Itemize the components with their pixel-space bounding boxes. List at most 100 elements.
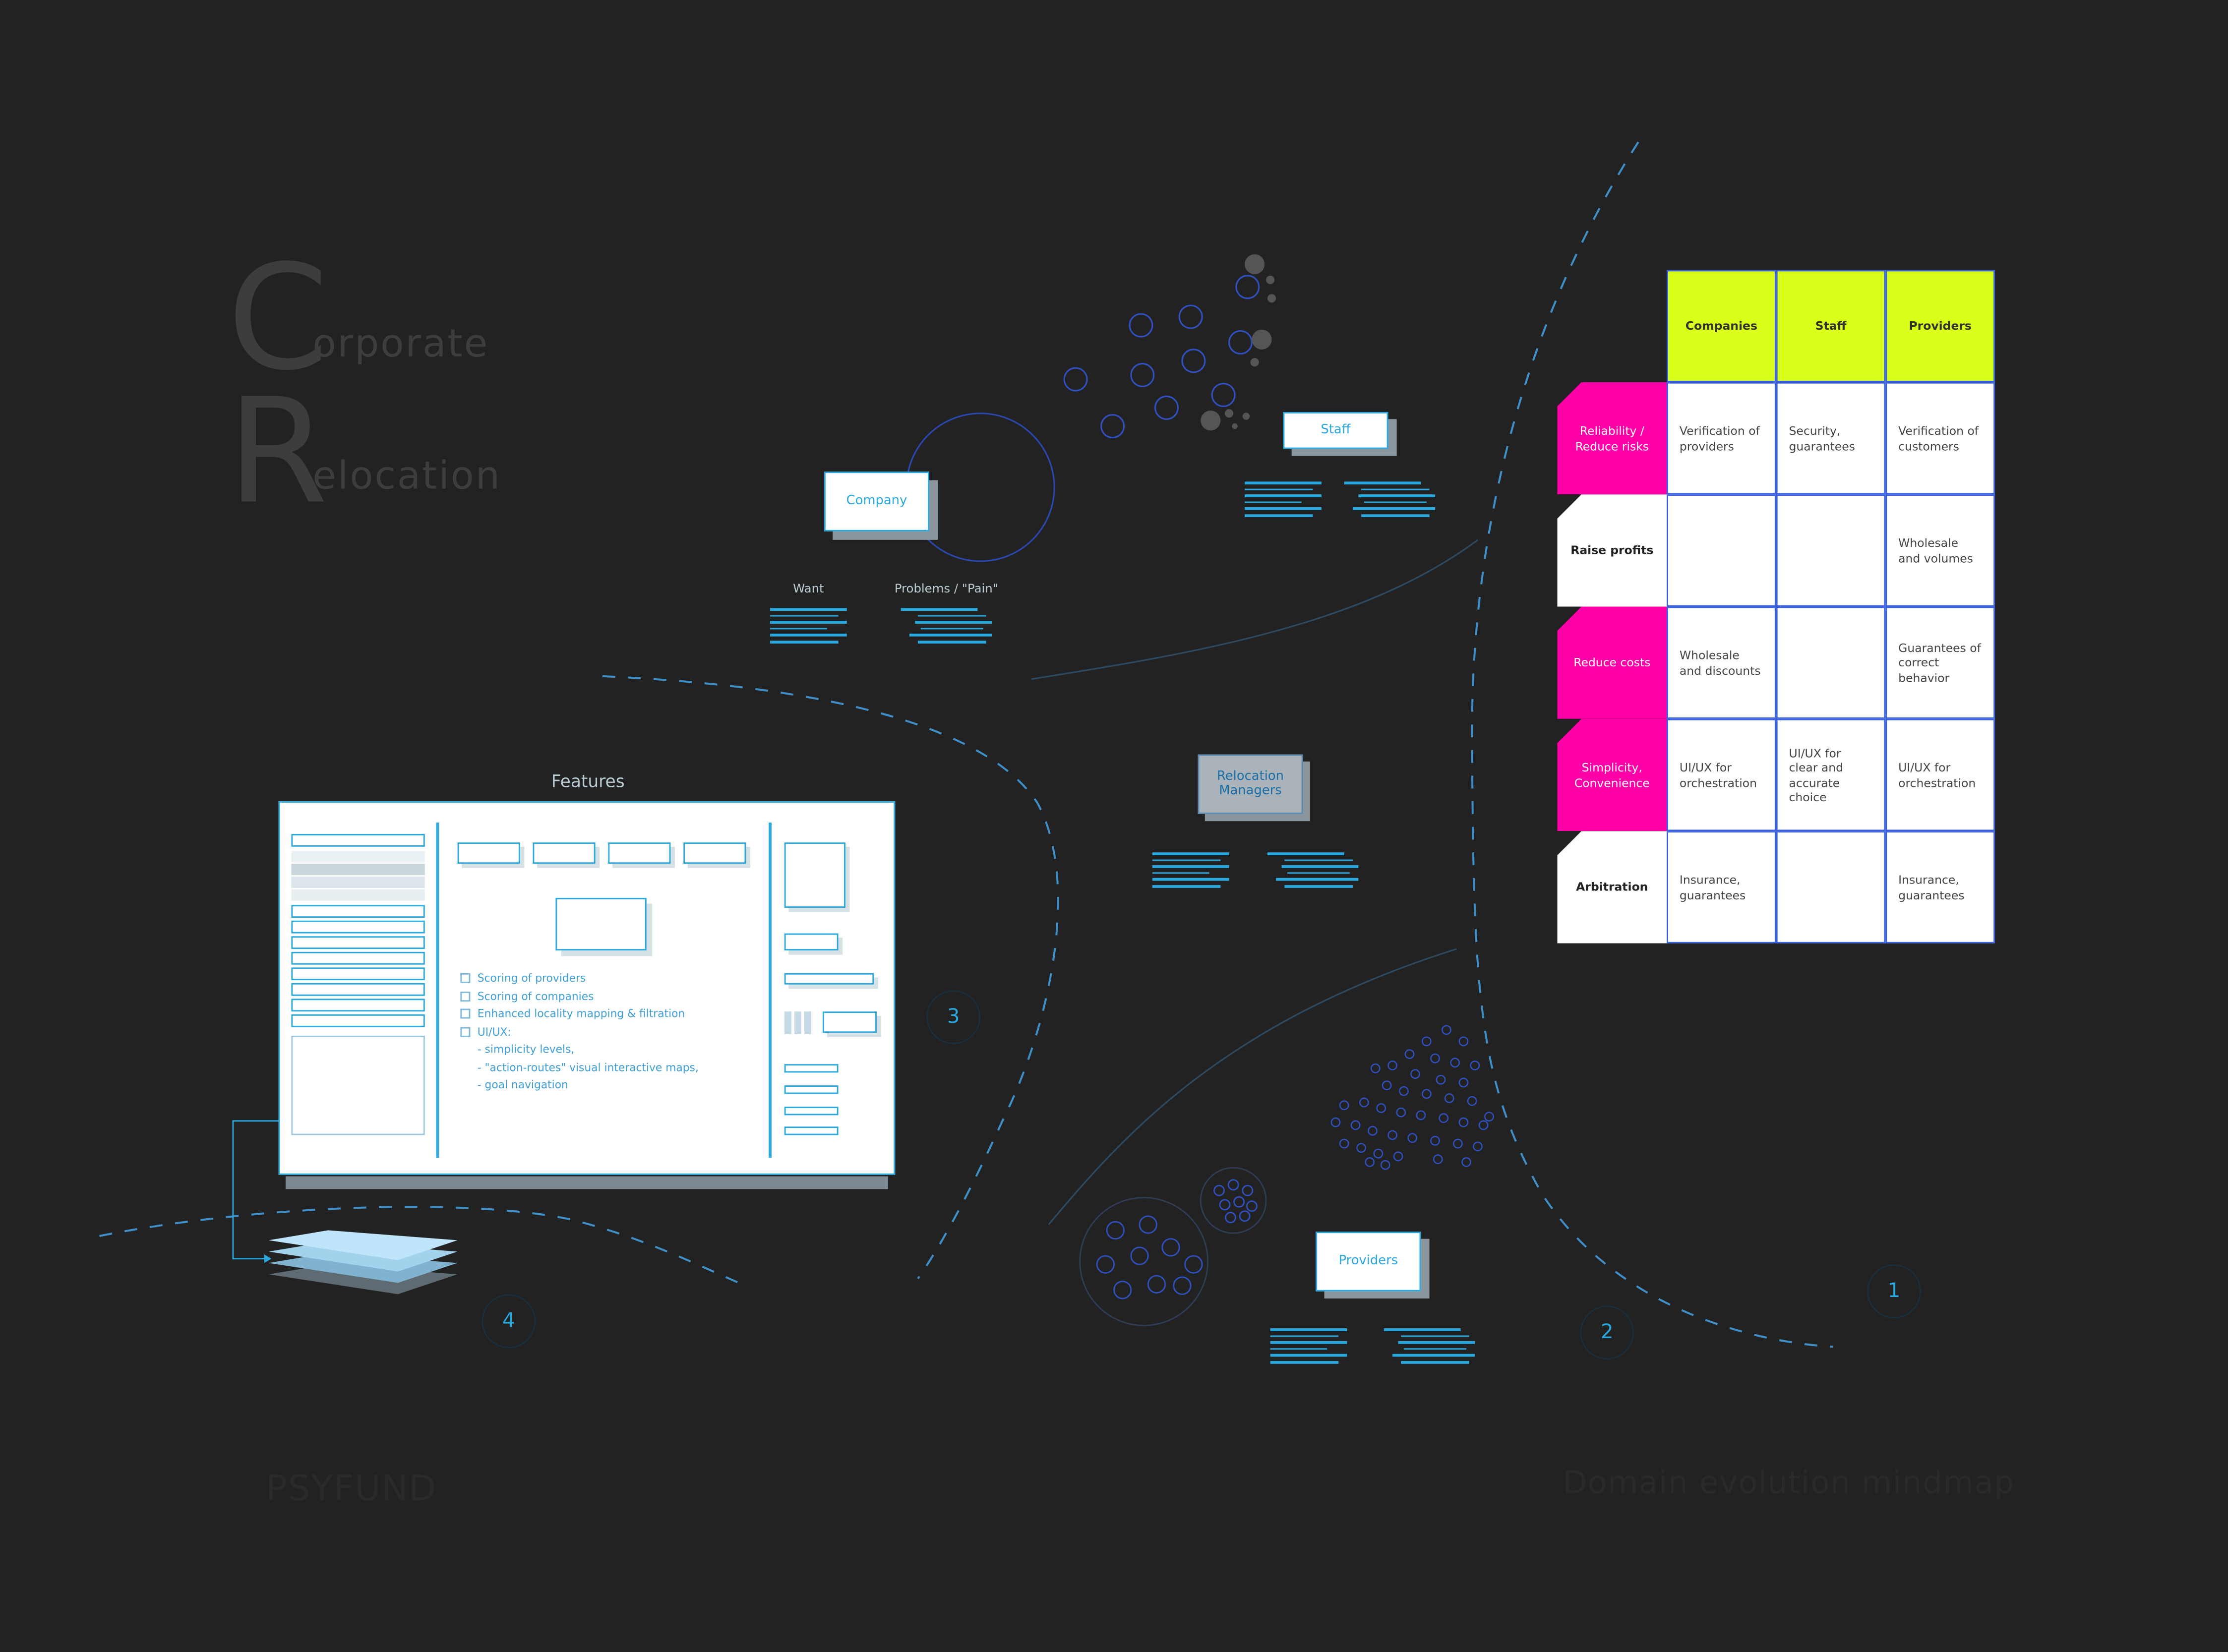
providers-problems-lines — [1384, 1328, 1475, 1363]
staff-node[interactable]: Staff — [1283, 412, 1388, 449]
want-text-lines — [770, 608, 847, 643]
layers-stack-icon — [268, 1230, 458, 1295]
features-window-shadow — [285, 1176, 888, 1189]
providers-want-lines — [1270, 1328, 1347, 1363]
step-number-1: 1 — [1867, 1264, 1922, 1319]
wf-right-line[interactable] — [784, 1085, 839, 1094]
matrix-cell: UI/UX for clear and accurate choice — [1776, 718, 1886, 831]
wf-sidebar-shade — [291, 889, 425, 901]
managers-want-lines — [1152, 852, 1229, 887]
feature-subitem: - simplicity levels, — [477, 1043, 575, 1056]
step-number-3: 3 — [926, 990, 981, 1045]
wf-sidebar-row[interactable] — [291, 951, 425, 965]
title-word-corporate: orporate — [312, 322, 489, 367]
matrix-cell: Guarantees of correct behavior — [1885, 606, 1995, 719]
feature-item: Scoring of companies — [460, 988, 698, 1006]
feature-item: Enhanced locality mapping & filtration — [460, 1006, 698, 1024]
wf-right-card[interactable] — [784, 842, 845, 908]
feature-subitem: - goal navigation — [477, 1078, 568, 1091]
dashed-branch-main — [1471, 141, 1833, 1348]
provider-swarm — [1330, 1025, 1494, 1170]
matrix-header-companies: Companies — [1667, 270, 1776, 382]
wf-divider-left — [436, 823, 438, 1158]
footer-brand: PSYFUND — [265, 1467, 437, 1509]
matrix-cell — [1667, 494, 1776, 607]
matrix-cell — [1776, 494, 1886, 607]
wf-sidebar-row[interactable] — [291, 999, 425, 1012]
feature-subitem: - "action-routes" visual interactive map… — [477, 1061, 699, 1073]
wf-sidebar-row[interactable] — [291, 920, 425, 934]
relocation-managers-node[interactable]: Relocation Managers — [1198, 754, 1303, 814]
matrix-row-reduce-costs: Reduce costs — [1557, 606, 1667, 719]
features-title: Features — [551, 771, 625, 792]
wf-center-card[interactable] — [555, 897, 647, 950]
staff-problems-lines — [1344, 481, 1436, 517]
matrix-cell: Insurance, guarantees — [1885, 831, 1995, 944]
wf-grid-icon[interactable] — [784, 1011, 813, 1035]
wf-right-field[interactable] — [784, 933, 839, 950]
wf-sidebar-panel — [291, 1035, 425, 1135]
wf-right-line[interactable] — [784, 1064, 839, 1073]
wf-sidebar-row[interactable] — [291, 936, 425, 949]
step-number-4: 4 — [482, 1294, 536, 1349]
wf-sidebar-row[interactable] — [291, 1014, 425, 1027]
title-letter-r: R — [227, 368, 328, 537]
thin-branch-company — [1031, 539, 1478, 680]
title-word-relocation: elocation — [312, 454, 501, 499]
dashed-branch-left — [602, 675, 1059, 1280]
company-node[interactable]: Company — [824, 472, 929, 531]
wf-tab[interactable] — [683, 842, 746, 864]
wf-sidebar-bar[interactable] — [291, 833, 425, 847]
managers-problems-lines — [1267, 852, 1359, 887]
feature-item: Scoring of providers — [460, 970, 698, 988]
connector-arrow — [264, 1254, 272, 1263]
matrix-cell: Security, guarantees — [1776, 382, 1886, 495]
matrix-cell: Wholesale and discounts — [1667, 606, 1776, 719]
problems-text-lines — [901, 608, 992, 643]
features-window: Scoring of providers Scoring of companie… — [278, 801, 896, 1175]
want-label: Want — [793, 582, 824, 597]
title-letter-c: C — [227, 234, 329, 404]
matrix-cell: UI/UX for orchestration — [1885, 718, 1995, 831]
matrix-row-reliability: Reliability / Reduce risks — [1557, 382, 1667, 495]
problems-label: Problems / "Pain" — [894, 582, 998, 597]
matrix-header-staff: Staff — [1776, 270, 1886, 382]
thin-branch-providers — [1048, 948, 1457, 1225]
providers-node[interactable]: Providers — [1316, 1232, 1421, 1292]
wf-sidebar-row[interactable] — [291, 905, 425, 918]
wf-sidebar-row[interactable] — [291, 967, 425, 981]
matrix-row-arbitration: Arbitration — [1557, 831, 1667, 944]
wf-sidebar-row[interactable] — [291, 983, 425, 996]
matrix-header-providers: Providers — [1885, 270, 1995, 382]
matrix-cell: UI/UX for orchestration — [1667, 718, 1776, 831]
wf-right-line[interactable] — [784, 1126, 839, 1135]
wf-tab[interactable] — [457, 842, 520, 864]
matrix-cell: Wholesale and volumes — [1885, 494, 1995, 607]
connector-line — [232, 1120, 279, 1260]
wf-tab[interactable] — [608, 842, 671, 864]
staff-grey-dots — [1201, 254, 1276, 431]
step-number-2: 2 — [1580, 1305, 1634, 1360]
matrix-cell — [1776, 831, 1886, 944]
matrix-row-simplicity: Simplicity, Convenience — [1557, 718, 1667, 831]
feature-item: UI/UX: — [460, 1024, 698, 1042]
matrix-row-raise-profits: Raise profits — [1557, 494, 1667, 607]
provider-clusters — [1079, 1167, 1267, 1326]
wf-right-line[interactable] — [784, 1107, 839, 1116]
feature-list: Scoring of providers Scoring of companie… — [460, 970, 699, 1095]
wf-tab[interactable] — [533, 842, 596, 864]
wf-sidebar-selected[interactable] — [291, 864, 425, 876]
dashed-branch-bottom — [99, 1206, 739, 1284]
matrix-cell — [1776, 606, 1886, 719]
matrix-cell: Verification of providers — [1667, 382, 1776, 495]
staff-want-lines — [1245, 481, 1322, 517]
wf-right-slider[interactable] — [784, 973, 874, 985]
wf-sidebar-shade — [291, 876, 425, 888]
footer-caption: Domain evolution mindmap — [1563, 1466, 2015, 1502]
wf-sidebar-shade — [291, 851, 425, 863]
staff-bubbles — [1063, 275, 1260, 439]
wf-divider-right — [769, 823, 771, 1158]
wf-right-field[interactable] — [823, 1011, 877, 1033]
matrix-cell: Verification of customers — [1885, 382, 1995, 495]
